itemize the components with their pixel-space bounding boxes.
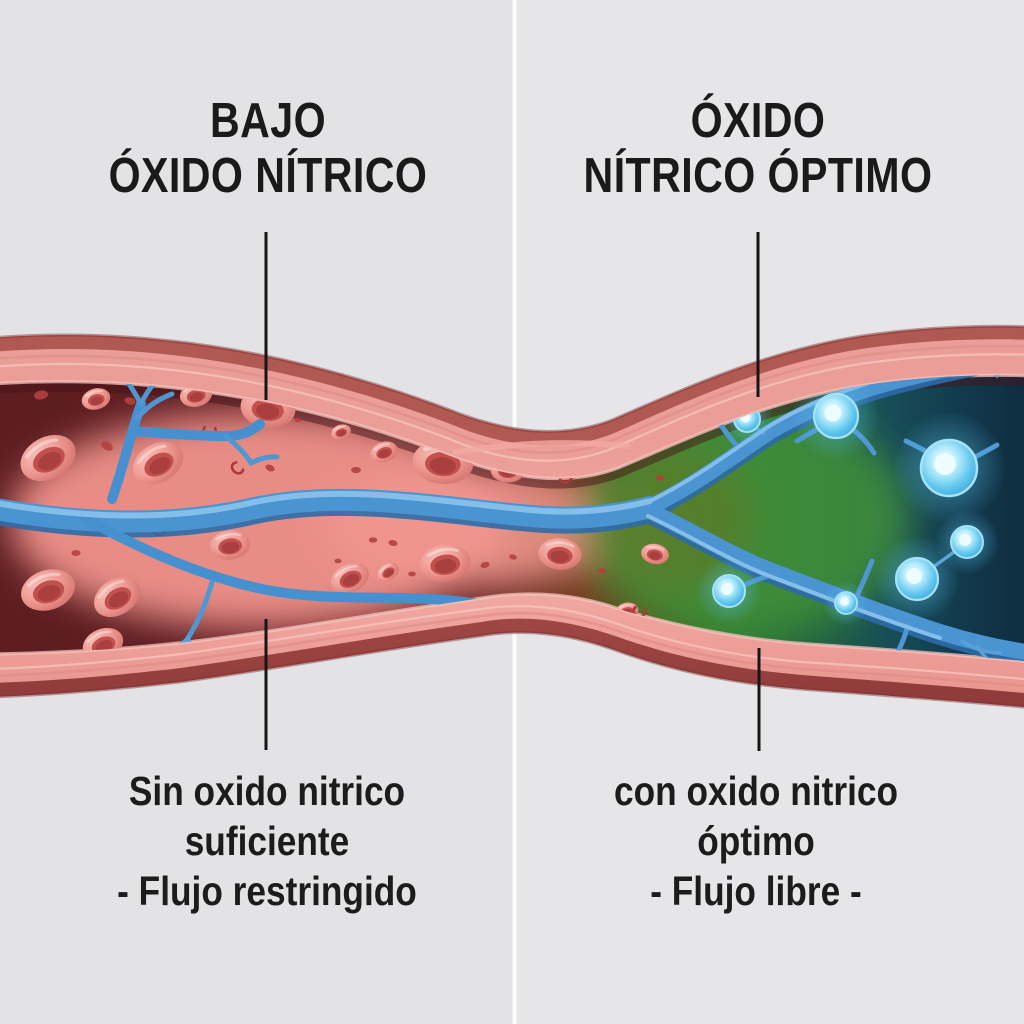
nitric-oxide-orb — [687, 549, 771, 633]
right-panel-title: ÓXIDO NÍTRICO ÓPTIMO — [556, 94, 959, 204]
right-title-line2: NÍTRICO ÓPTIMO — [583, 149, 933, 203]
right-panel-caption: con oxido nitrico óptimo - Flujo libre - — [550, 766, 963, 916]
left-caption-line2: suficiente — [184, 818, 350, 864]
nitric-oxide-orb — [862, 524, 972, 634]
right-caption-line1: con oxido nitrico — [613, 768, 899, 814]
leader-lines — [264, 232, 761, 751]
right-caption-line3: - Flujo libre - — [650, 868, 862, 914]
left-title-line1: BAJO — [209, 94, 327, 148]
left-panel-title: BAJO ÓXIDO NÍTRICO — [50, 94, 487, 204]
left-caption-line1: Sin oxido nitrico — [128, 768, 406, 814]
nitric-oxide-orb — [817, 574, 875, 632]
left-caption-line3: - Flujo restringido — [117, 868, 417, 914]
right-caption-line2: óptimo — [697, 818, 815, 864]
left-title-line2: ÓXIDO NÍTRICO — [108, 149, 428, 203]
left-panel-caption: Sin oxido nitrico suficiente - Flujo res… — [43, 766, 490, 916]
right-title-line1: ÓXIDO — [690, 94, 826, 148]
